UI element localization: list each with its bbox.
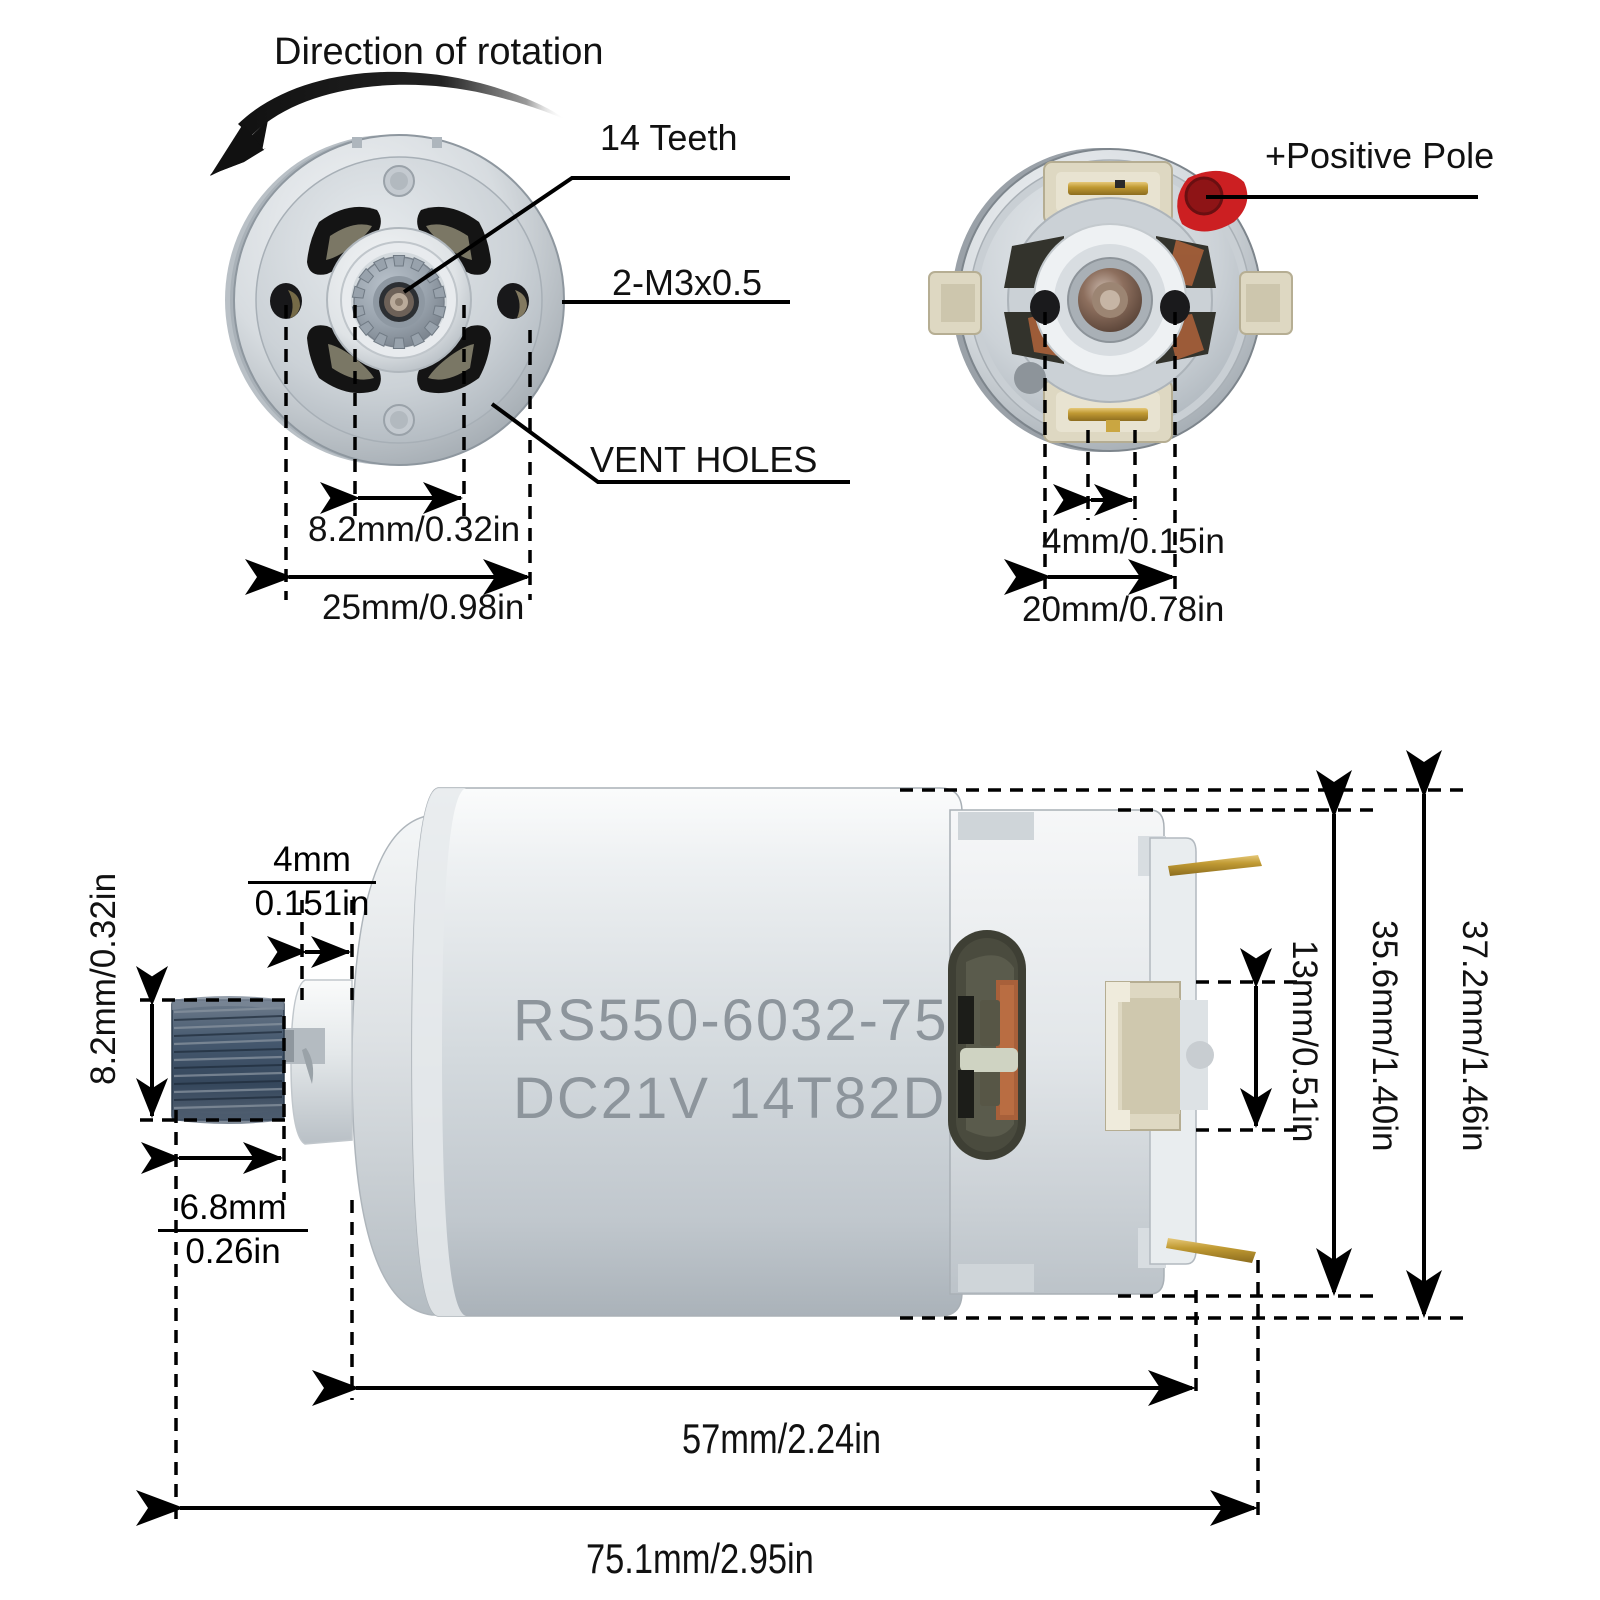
- gear-diameter-dimension: 8.2mm/0.32in: [84, 872, 123, 1085]
- side-pinion-gear: [171, 996, 285, 1124]
- thread-spec-label: 2-M3x0.5: [612, 262, 763, 303]
- gear-length-mm: 6.8mm: [158, 1189, 308, 1232]
- direction-of-rotation-label: Direction of rotation: [274, 31, 604, 73]
- front-diameter-dimension: 25mm/0.98in: [322, 588, 525, 627]
- svg-text:RS550-6032-75: RS550-6032-75: [513, 988, 949, 1053]
- rotation-arrow-icon: [210, 71, 566, 176]
- svg-text:DC21V 14T82D: DC21V 14T82D: [513, 1066, 946, 1131]
- terminal-height-dimension: 13mm/0.51in: [1285, 940, 1324, 1143]
- front-view-motor: [225, 134, 565, 466]
- side-terminal-pins: [1166, 855, 1262, 1263]
- flange-diameter-dimension: 37.2mm/1.46in: [1455, 920, 1494, 1152]
- front-view-annotation-lines: [245, 176, 850, 600]
- side-view-motor: [171, 787, 1262, 1317]
- gear-length-dimension: 6.8mm 0.26in: [158, 1189, 308, 1271]
- side-terminal-housing: [1105, 981, 1214, 1131]
- shaft-exposed-in: 0.151in: [254, 883, 370, 923]
- rear-view-annotation-lines: [1004, 195, 1478, 600]
- body-diameter-dimension: 35.6mm/1.40in: [1365, 920, 1404, 1152]
- positive-pole-label: +Positive Pole: [1265, 135, 1495, 176]
- shaft-exposed-dimension: 4mm 0.151in: [248, 841, 376, 923]
- side-brush-window: [948, 930, 1026, 1160]
- teeth-count-label: 14 Teeth: [600, 117, 738, 158]
- body-length-dimension: 57mm/2.24in: [682, 1415, 882, 1462]
- rear-view-motor: [928, 148, 1293, 452]
- side-view-annotation-lines: [136, 750, 1470, 1526]
- front-bolt-spacing-dimension: 8.2mm/0.32in: [308, 510, 521, 549]
- side-shaft: [276, 979, 353, 1145]
- positive-pole-marker: [1177, 170, 1248, 232]
- side-body-engraving: RS550-6032-75 DC21V 14T82D: [513, 988, 949, 1131]
- overall-length-dimension: 75.1mm/2.95in: [586, 1535, 814, 1582]
- vent-holes-label: VENT HOLES: [590, 439, 818, 480]
- shaft-exposed-mm: 4mm: [248, 841, 376, 884]
- gear-length-in: 0.26in: [185, 1231, 281, 1271]
- front-pinion-gear: [351, 255, 447, 349]
- rear-terminal-spacing-dimension: 4mm/0.15in: [1042, 522, 1225, 561]
- rear-mount-width-dimension: 20mm/0.78in: [1022, 590, 1225, 629]
- rear-side-clips: [928, 271, 1293, 335]
- front-mount-holes: [270, 283, 529, 319]
